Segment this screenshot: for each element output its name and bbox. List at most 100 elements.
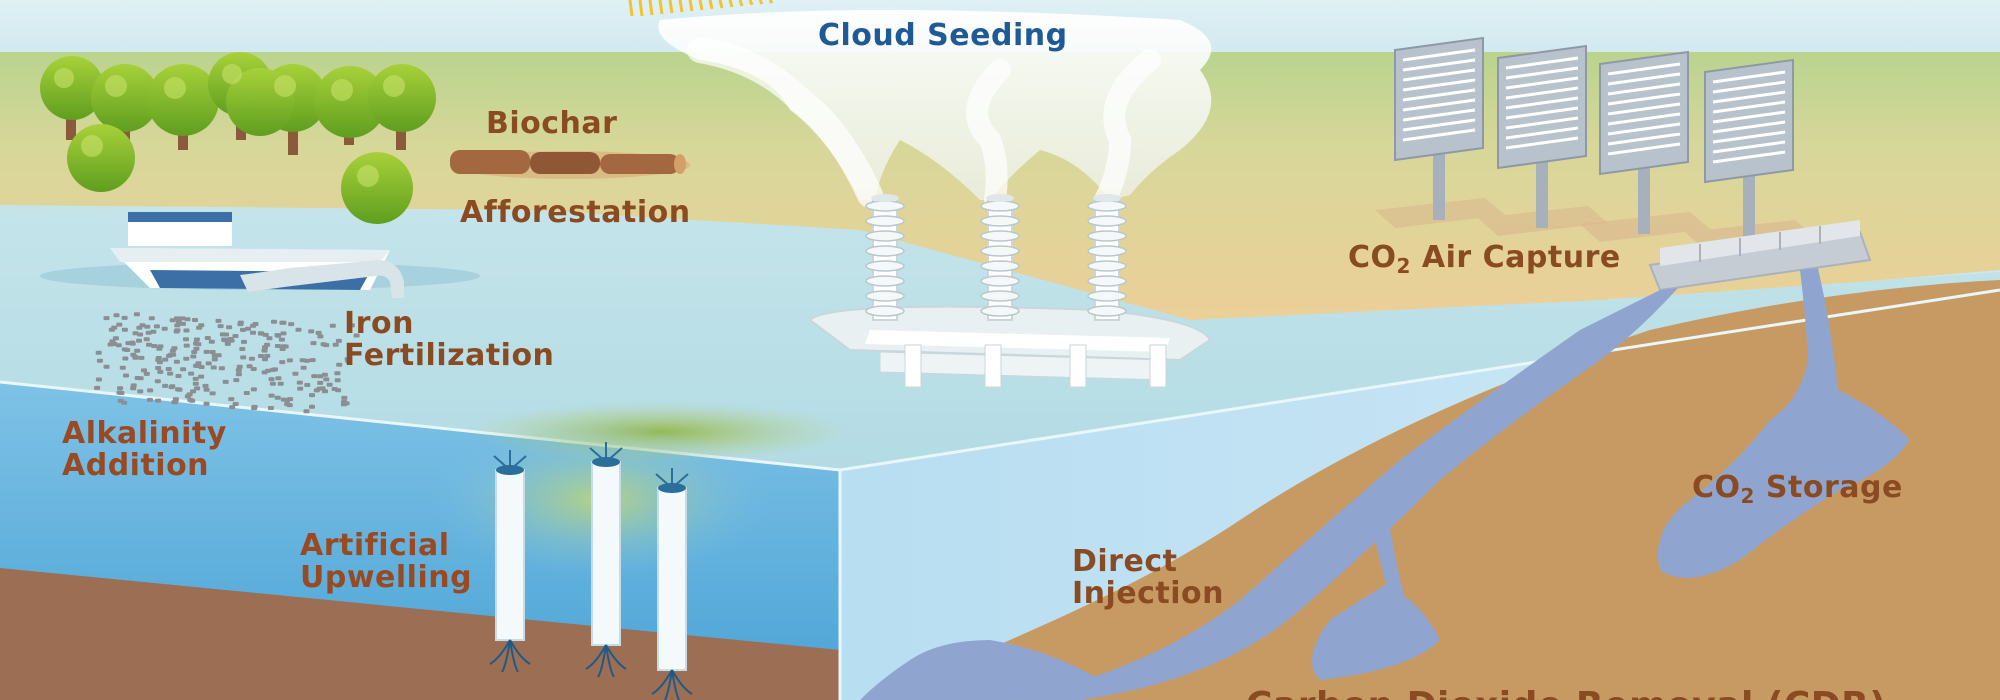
iron-particle [279,320,286,325]
smokestack-ring [980,215,1020,227]
iron-particle [183,337,189,342]
iron-particle [173,359,180,364]
smokestack-top [871,194,899,202]
iron-particle [183,343,190,348]
upwelling-root [663,669,673,700]
alkalinity-addition-label: Alkalinity Addition [62,418,227,482]
iron-particle [280,331,287,336]
panel-slat [1505,106,1579,120]
smokestack-ring [980,245,1020,257]
iron-particle [250,330,256,335]
smokestack-ring [1087,290,1127,302]
iron-particle [183,328,190,333]
iron-particle [303,409,310,414]
upwelling-root [671,669,693,695]
smokestack-ring [865,200,905,212]
iron-particle [134,348,141,353]
smokestack-ring [1087,215,1127,227]
iron-particle [156,346,163,351]
iron-particle [322,389,328,394]
panel-post [1433,150,1445,220]
iron-particle [336,362,343,367]
iron-particle [309,393,315,398]
iron-particle [155,356,162,360]
panel-slat [1402,88,1476,102]
iron-particle [137,376,144,381]
smokestacks [865,194,1127,321]
panel-slat [1505,116,1579,130]
panel-slat [1712,120,1786,134]
iron-particle [191,350,198,354]
upwelling-spray [589,447,607,463]
panel-slat [1712,140,1786,154]
iron-particle [243,391,250,395]
iron-particle [132,355,139,359]
iron-particle [103,364,110,369]
upwelling-spray [605,447,623,463]
iron-particle [240,327,246,332]
iron-particle [136,338,142,343]
iron-particle [232,402,239,406]
iron-particle [193,341,199,346]
iron-particle [317,380,324,385]
iron-particle [323,377,330,382]
iron-particle [144,324,151,329]
afforestation-label: Afforestation [460,197,691,229]
iron-particle [334,371,341,376]
upwelling-root [489,639,511,665]
iron-particle [268,393,275,398]
smokestack-ring [1087,245,1127,257]
iron-particle [130,386,137,391]
iron-particle [194,364,201,368]
iron-particle [95,350,102,355]
panel-slat [1402,118,1476,132]
iron-particle [209,350,216,354]
panel-slat [1505,76,1579,90]
iron-particle [169,318,176,323]
iron-particle [245,326,251,331]
panel-post [1536,158,1548,228]
iron-particle [335,388,342,393]
iron-particle [309,358,316,363]
iron-particle [186,392,193,397]
iron-particle [250,367,257,371]
iron-particle [179,316,186,321]
alkalinity-addition-line1: Alkalinity [62,416,227,451]
iron-particle [280,344,287,349]
iron-particle [138,355,145,360]
iron-particle [215,318,222,323]
iron-particle [96,358,103,363]
iron-particle [268,377,275,382]
direct-injection-line1: Direct [1072,544,1178,579]
upwelling-root [585,644,607,670]
upwelling-root [605,644,615,678]
iron-particle [217,324,224,329]
iron-particle [284,402,291,407]
iron-particle [167,371,174,376]
iron-particle [274,395,281,400]
panel-slat [1607,102,1681,116]
panel-slat [1505,96,1579,110]
iron-particle [348,323,355,328]
iron-particle [154,379,161,384]
upwelling-root [501,639,511,673]
direct-injection-line2: Injection [1072,576,1225,611]
iron-particle [226,325,233,330]
iron-particle [198,374,205,379]
panel-slat [1712,150,1786,164]
panel-slat [1505,56,1579,70]
iron-particle [316,386,323,391]
iron-particle [262,357,268,362]
iron-particles [94,312,360,414]
upwelling-pipe [591,461,621,646]
iron-particle [162,357,169,362]
iron-particle [221,338,228,343]
iron-particle [248,356,255,361]
artificial-upwelling-line1: Artificial [300,528,450,563]
iron-particle [235,368,242,373]
smokestack-ring [865,230,905,242]
air-capture-collector [1648,220,1872,292]
iron-particle [292,371,299,376]
smokestack-ring [980,305,1020,317]
panel-slat [1402,108,1476,122]
